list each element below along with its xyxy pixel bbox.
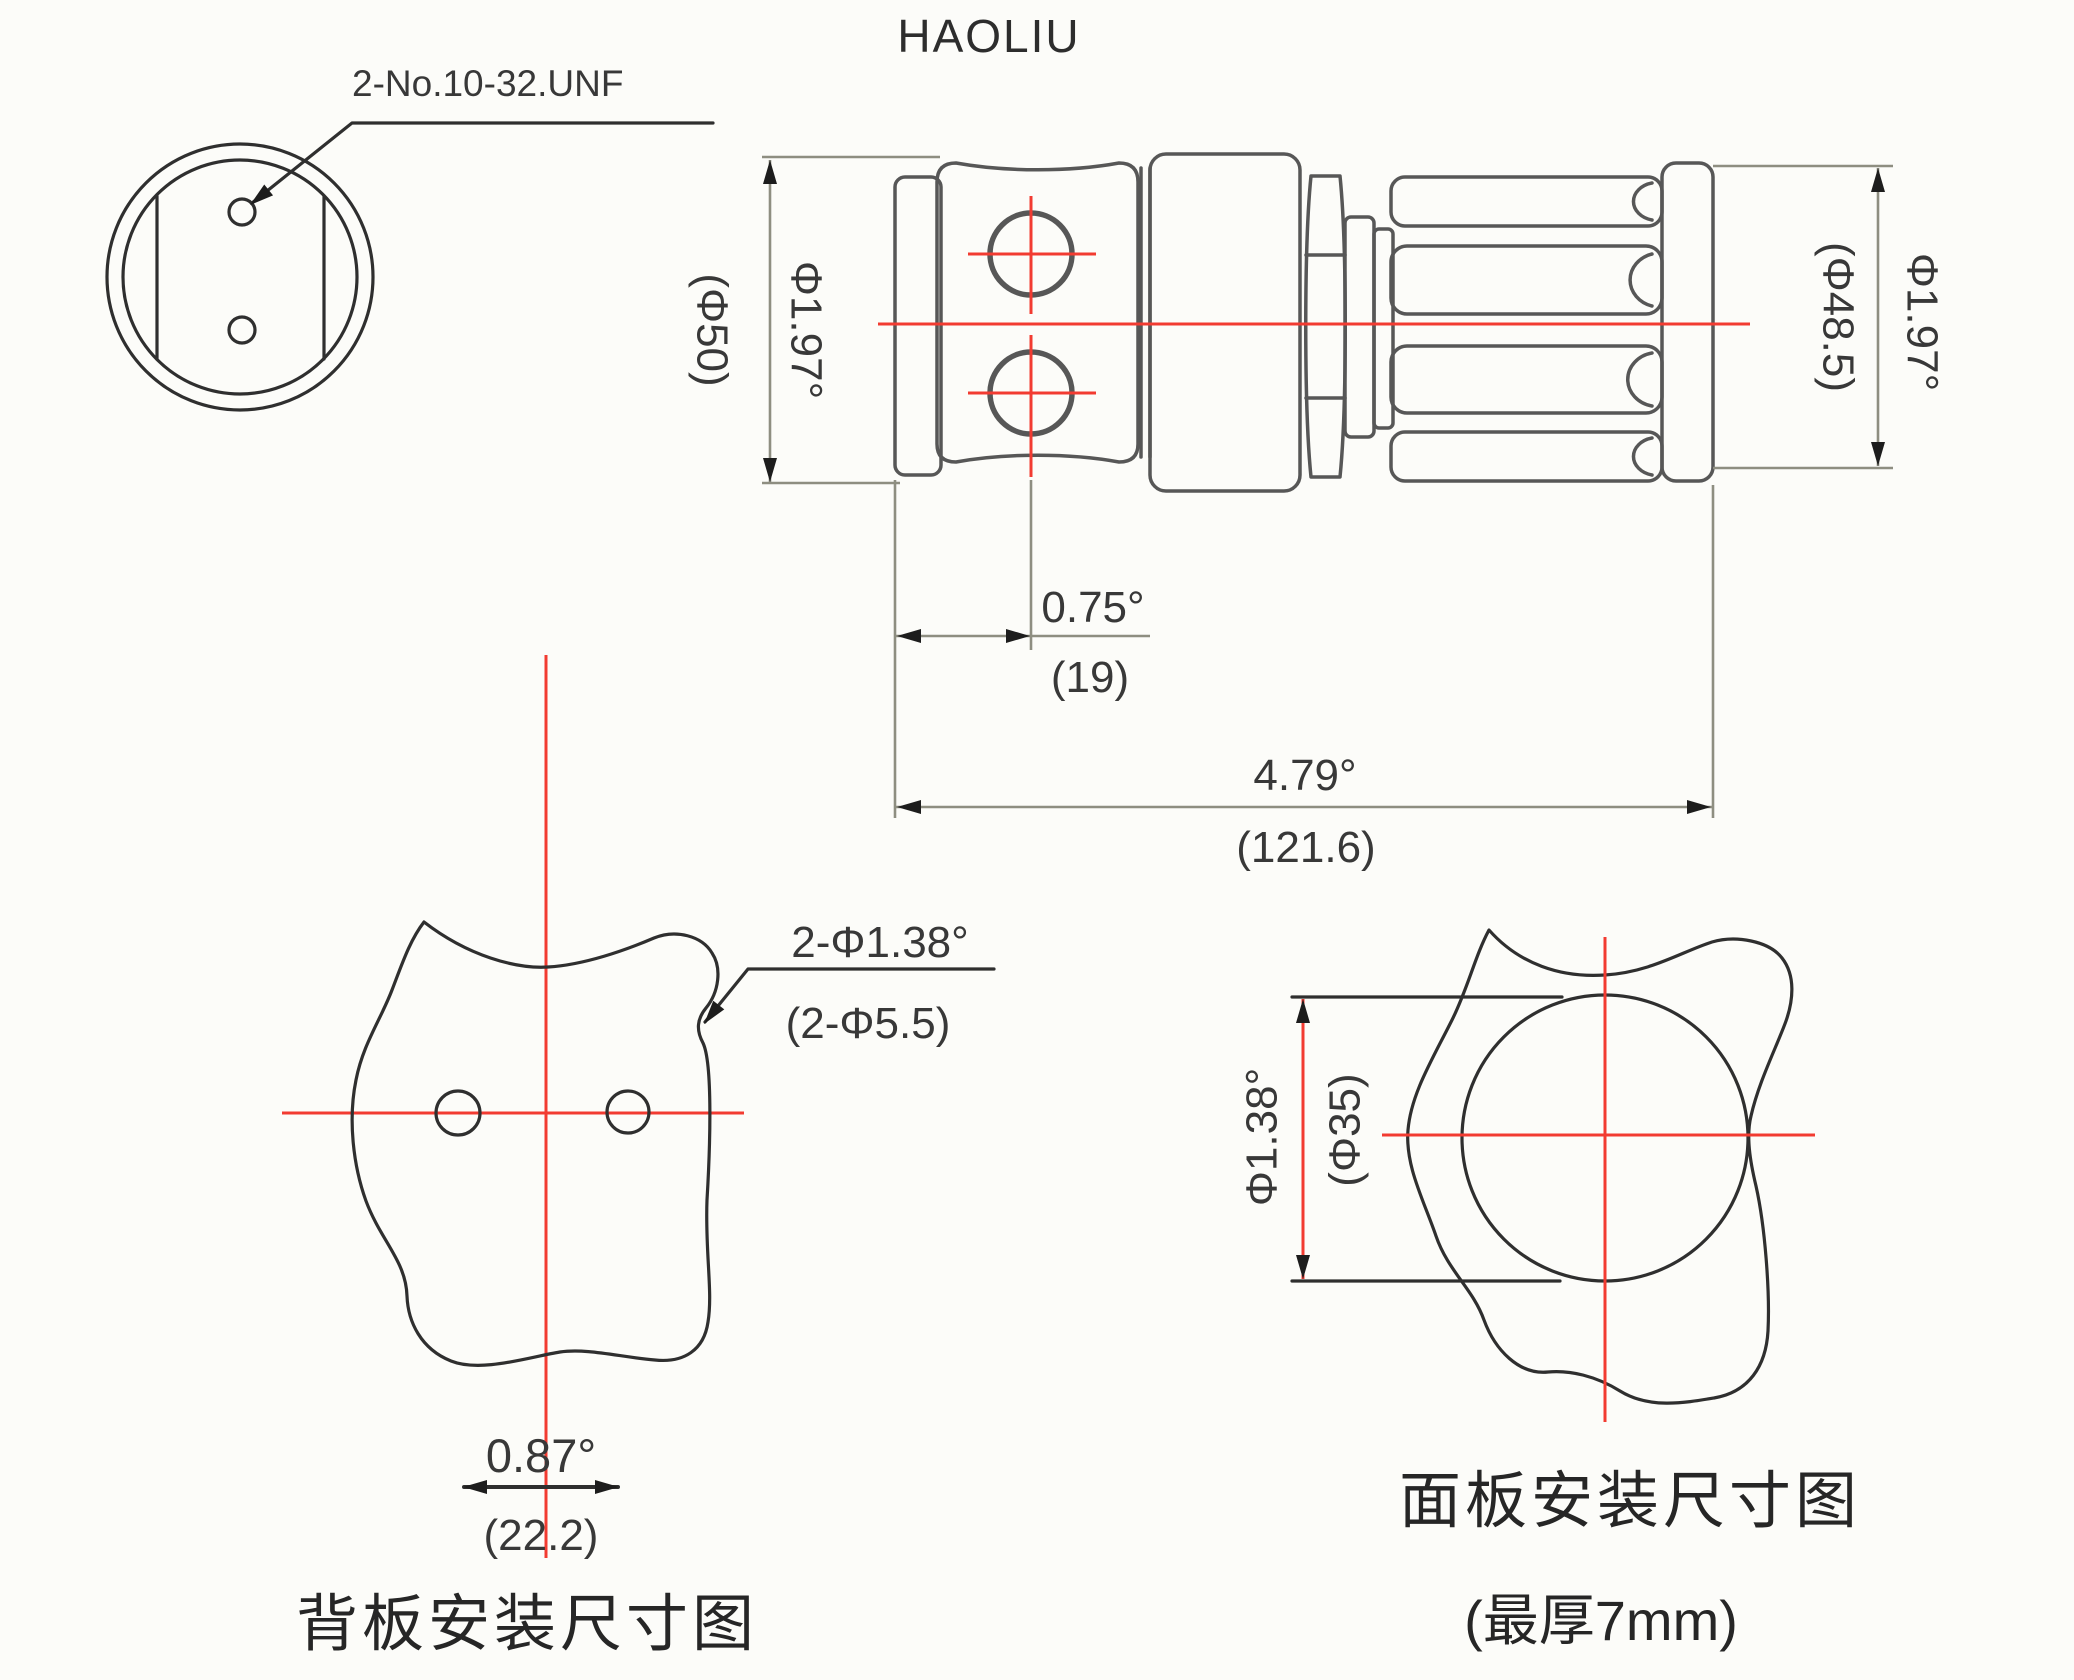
fin-endcap-4 [1631, 436, 1654, 477]
thread-label: 2-No.10-32.UNF [352, 63, 623, 104]
dim-phi48-secondary: (Φ48.5) [1814, 242, 1863, 392]
spacing-secondary: (22.2) [484, 1511, 599, 1560]
arrow-down [1296, 1255, 1310, 1279]
knob-fin-2 [1389, 244, 1664, 316]
arrow-left [897, 629, 921, 643]
arrow-right [1687, 800, 1711, 814]
front-panel-caption: 面板安装尺寸图 [1399, 1467, 1861, 1536]
dim-19-secondary: (19) [1051, 653, 1129, 702]
terminal-block [935, 161, 1140, 464]
hole-dim-secondary: (Φ35) [1321, 1073, 1370, 1186]
arrow-right [1006, 629, 1030, 643]
front-panel-view: Φ1.38° (Φ35) 面板安装尺寸图 (最厚7mm) [1238, 928, 1861, 1652]
knob-fin-4 [1389, 430, 1664, 483]
step-ring-2 [1372, 227, 1395, 430]
thread-hole-top [227, 197, 257, 227]
holes-leader-line [703, 967, 996, 1024]
thread-hole-bottom [227, 315, 257, 345]
dim-hole-offset: 0.75° (19) [893, 480, 1150, 818]
fin-endcap-1 [1631, 181, 1654, 222]
thread-leader-line [250, 121, 715, 205]
dim-length-primary: 4.79° [1253, 751, 1356, 800]
arrow-left [897, 800, 921, 814]
mounting-flange [893, 175, 943, 477]
spacing-arrow-left [463, 1480, 487, 1494]
collar [1304, 174, 1347, 479]
back-panel-caption: 背板安装尺寸图 [296, 1590, 758, 1659]
outer-rim-circle [105, 142, 375, 412]
step-ring-1 [1343, 215, 1376, 439]
dim-length-secondary: (121.6) [1236, 823, 1375, 872]
fin-endcap-2 [1628, 252, 1654, 308]
knob-fin-1 [1389, 175, 1664, 228]
panel-outline [350, 920, 720, 1367]
hole-dim-primary: Φ1.38° [1238, 1068, 1287, 1206]
mount-hole-right [605, 1089, 651, 1135]
holes-leader-arrow [704, 1000, 725, 1024]
side-view: (Φ50) Φ1.97° (Φ48.5) Φ1.97° 0.75° (19) [688, 152, 1947, 872]
front-view: 2-No.10-32.UNF [105, 63, 715, 412]
rear-cap [1660, 161, 1715, 483]
arrow-down [763, 458, 777, 482]
thread-leader-arrow [250, 184, 274, 205]
spacing-arrow-right [595, 1480, 619, 1494]
panel-outline [1406, 928, 1794, 1405]
arrow-up [1871, 168, 1885, 192]
mount-hole-left [434, 1089, 482, 1137]
dim-diameter-left: (Φ50) Φ1.97° [688, 155, 940, 485]
holes-label-secondary: (2-Φ5.5) [786, 999, 951, 1048]
arrow-up [763, 160, 777, 184]
dim-phi50-secondary: (Φ50) [688, 273, 737, 386]
dim-19-primary: 0.75° [1041, 583, 1144, 632]
fin-endcap-3 [1626, 351, 1654, 408]
arrow-up [1296, 999, 1310, 1023]
dim-phi48-primary: Φ1.97° [1898, 253, 1947, 391]
drawing-title: HAOLIU [897, 10, 1080, 62]
dim-overall-length: 4.79° (121.6) [896, 485, 1715, 872]
arrow-down [1871, 442, 1885, 466]
dim-phi50-primary: Φ1.97° [782, 261, 831, 399]
front-panel-caption-note: (最厚7mm) [1464, 1589, 1738, 1652]
inner-rim-circle [121, 158, 359, 396]
knob-fin-3 [1389, 344, 1664, 415]
dim-diameter-right: (Φ48.5) Φ1.97° [1713, 164, 1947, 470]
holes-label-primary: 2-Φ1.38° [791, 918, 968, 967]
back-panel-view: 2-Φ1.38° (2-Φ5.5) 0.87° (22.2) 背板安装尺寸图 [282, 655, 996, 1659]
spacing-primary: 0.87° [486, 1429, 596, 1482]
